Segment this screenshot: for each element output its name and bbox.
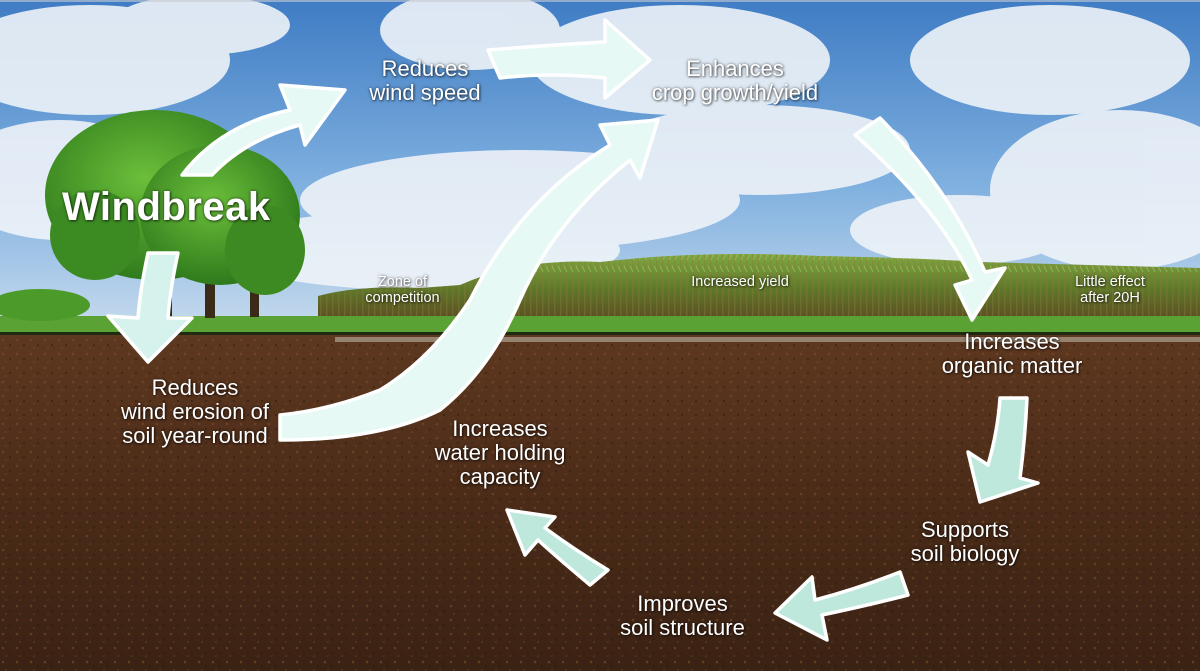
zone-of-competition-label: Zone of competition — [365, 274, 440, 306]
arrow-to-soil-biology — [966, 396, 1040, 504]
increased-yield-label: Increased yield — [691, 274, 789, 290]
arrow-to-organic-matter — [853, 116, 1007, 322]
grass-strip — [0, 316, 1200, 334]
node-reduces-wind-speed: Reduces wind speed — [369, 56, 481, 105]
node-supports-soil-biology: Supports soil biology — [910, 517, 1020, 566]
soil-texture — [0, 334, 1200, 671]
arrow-erosion-to-crop — [278, 118, 660, 442]
windbreak-title: Windbreak — [62, 185, 271, 229]
arrow-to-soil-structure — [773, 570, 910, 642]
arrow-to-crop-growth — [486, 18, 652, 100]
arrow-to-water-holding — [505, 508, 610, 587]
arrow-to-wind-speed — [180, 83, 347, 177]
cycle-arrows — [106, 18, 1040, 642]
node-increases-organic-matter: Increases organic matter — [941, 329, 1083, 378]
node-reduces-wind-erosion: Reduces wind erosion of soil year-round — [121, 375, 269, 448]
little-effect-label: Little effect after 20H — [1075, 274, 1145, 306]
node-enhances-crop-growth: Enhances crop growth/yield — [651, 56, 819, 105]
node-improves-soil-structure: Improves soil structure — [620, 591, 745, 640]
node-increases-water-holding: Increases water holding capacity — [434, 416, 566, 489]
arrow-to-erosion — [106, 251, 194, 364]
